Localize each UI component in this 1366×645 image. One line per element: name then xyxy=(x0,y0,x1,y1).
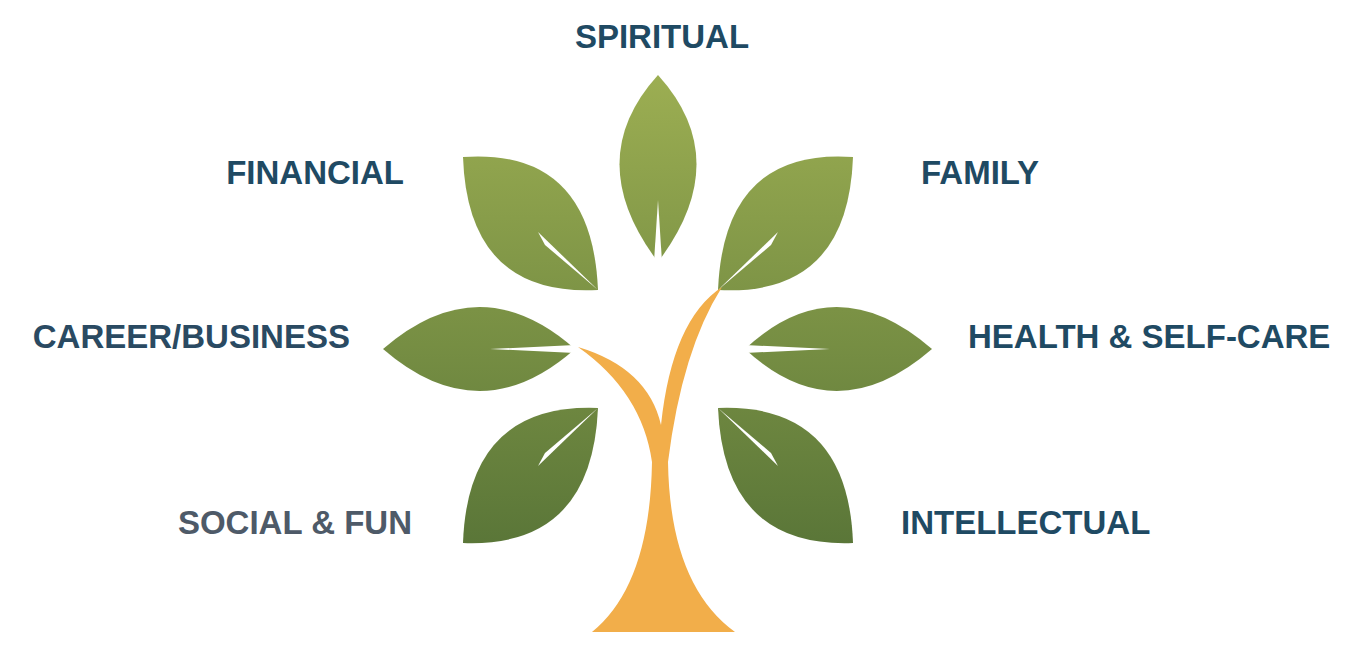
category-label: FAMILY xyxy=(921,156,1039,189)
tree-trunk xyxy=(578,287,735,632)
category-label: CAREER/BUSINESS xyxy=(33,320,350,353)
category-label: INTELLECTUAL xyxy=(901,506,1150,539)
category-label: SPIRITUAL xyxy=(575,20,749,53)
category-label: FINANCIAL xyxy=(226,156,404,189)
category-label: SOCIAL & FUN xyxy=(178,506,412,539)
category-label: HEALTH & SELF-CARE xyxy=(968,320,1330,353)
